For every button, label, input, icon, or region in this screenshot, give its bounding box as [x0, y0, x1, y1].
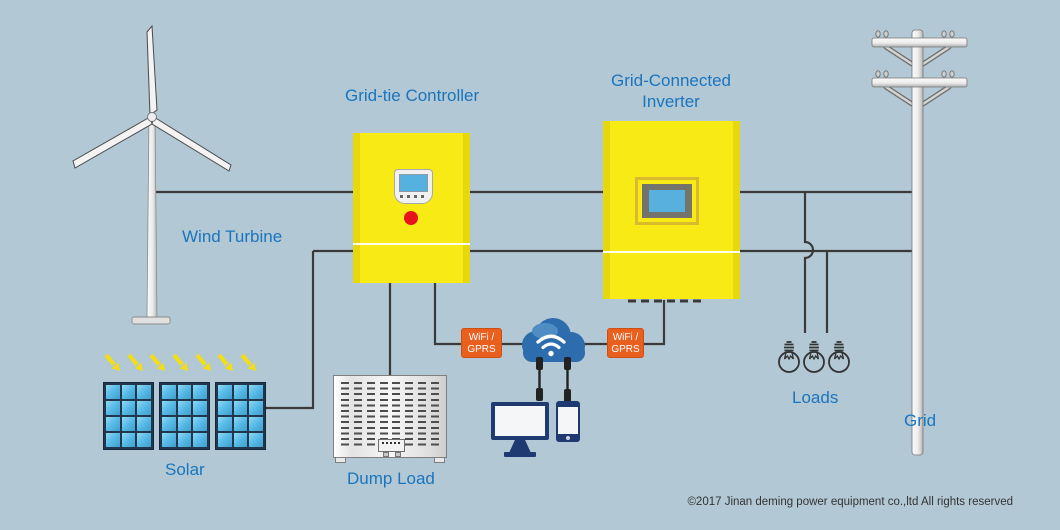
controller-divider — [353, 243, 470, 245]
controller-screen — [399, 174, 428, 192]
phone-icon — [556, 401, 580, 442]
monitor-base — [504, 452, 536, 457]
monitor-stand — [509, 440, 531, 453]
inverter-divider — [603, 251, 740, 253]
grid-label: Grid — [904, 411, 937, 430]
inverter-display-frame — [642, 184, 692, 218]
dump-load-stub — [383, 452, 389, 457]
wire-inverter-wifi — [643, 300, 666, 346]
solar-panel-icon — [103, 382, 154, 450]
wires — [152, 190, 914, 410]
grid-connected-inverter-label: Grid-Connected Inverter — [610, 71, 731, 112]
wifi-gprs-left-line2: GPRS — [467, 344, 496, 355]
wifi-gprs-right-line2: GPRS — [611, 344, 640, 355]
controller-led-icon — [404, 211, 418, 225]
wifi-gprs-right-line1: WiFi / — [612, 332, 639, 343]
load-bulbs-icon — [778, 341, 850, 373]
grid-tie-controller-label: Grid-tie Controller — [345, 86, 480, 105]
utility-pole-icon — [871, 29, 968, 456]
dump-load-icon — [333, 375, 447, 458]
cloud-wifi-icon — [522, 318, 585, 362]
wifi-gprs-left-line1: WiFi / — [468, 332, 495, 343]
solar-label: Solar — [165, 460, 205, 479]
wifi-gprs-tag-left: WiFi / GPRS — [461, 328, 502, 358]
wire-solar-feed — [266, 251, 315, 410]
dump-load-terminal-panel — [378, 439, 405, 452]
controller-display — [394, 169, 433, 204]
grid-connected-inverter-box — [603, 121, 740, 299]
solar-panel-icon — [159, 382, 210, 450]
wire-loads-1 — [803, 192, 815, 333]
grid-tie-controller-box — [353, 133, 470, 283]
copyright-text: ©2017 Jinan deming power equipment co.,l… — [687, 496, 1013, 508]
sun-arrows-icon — [106, 355, 256, 371]
controller-buttons — [400, 195, 427, 198]
dump-load-label: Dump Load — [347, 469, 435, 488]
solar-panel-icon — [215, 382, 266, 450]
loads-label: Loads — [792, 388, 839, 407]
wind-turbine-icon — [72, 24, 232, 325]
dump-load-vents — [341, 382, 439, 446]
wire-controller-wifi — [433, 283, 461, 346]
inverter-display — [635, 177, 699, 225]
dump-load-foot — [434, 457, 445, 463]
cloud-cables — [536, 357, 571, 402]
monitor-icon — [491, 402, 549, 440]
dump-load-foot — [335, 457, 346, 463]
wifi-gprs-tag-right: WiFi / GPRS — [607, 328, 644, 358]
dump-load-stub — [395, 452, 401, 457]
wind-turbine-label: Wind Turbine — [182, 227, 283, 246]
inverter-screen — [649, 190, 685, 212]
